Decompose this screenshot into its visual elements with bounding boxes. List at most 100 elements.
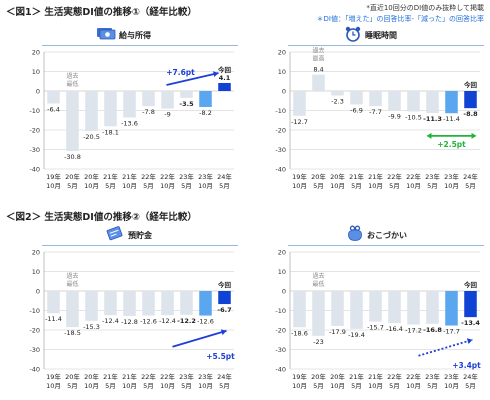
x-tick-label: 5月 xyxy=(389,182,400,190)
x-tick-label: 5月 xyxy=(427,182,438,190)
x-tick-label: 23年 xyxy=(198,172,213,181)
panel-header: おこづかい xyxy=(248,224,488,246)
data-label: -13.6 xyxy=(121,120,138,128)
x-tick-label: 5月 xyxy=(143,182,154,190)
x-tick-label: 20年 xyxy=(330,372,345,381)
change-arrow xyxy=(418,338,473,357)
x-tick-label: 22年 xyxy=(141,172,156,181)
bar xyxy=(293,91,306,116)
x-tick-label: 10月 xyxy=(368,382,383,390)
panel-title: 睡眠時間 xyxy=(365,31,397,40)
data-label: -15.3 xyxy=(83,323,100,331)
x-tick-label: 5月 xyxy=(67,182,78,190)
x-tick-label: 23年 xyxy=(444,372,459,381)
x-tick-label: 5月 xyxy=(181,382,192,390)
bar xyxy=(180,291,193,315)
data-label: -7.8 xyxy=(142,108,155,116)
data-label: -9.9 xyxy=(388,112,401,120)
x-tick-label: 24年 xyxy=(463,372,478,381)
y-tick-label: 10 xyxy=(278,268,286,276)
bar xyxy=(218,83,231,91)
bar xyxy=(293,291,306,328)
x-tick-label: 10月 xyxy=(198,182,213,190)
data-label: -11.3 xyxy=(423,115,442,123)
x-tick-label: 5月 xyxy=(313,182,324,190)
y-tick-label: -20 xyxy=(275,327,286,335)
data-label: -8.8 xyxy=(463,110,478,118)
x-tick-label: 10月 xyxy=(330,182,345,190)
panel-title-rule xyxy=(288,245,484,246)
x-tick-label: 21年 xyxy=(103,172,118,181)
record-label: 最低 xyxy=(66,280,78,288)
bar xyxy=(180,91,193,98)
bar xyxy=(407,91,420,112)
data-label: -17.2 xyxy=(405,327,422,335)
bar xyxy=(66,91,79,152)
bar xyxy=(161,91,174,109)
x-tick-label: 5月 xyxy=(181,182,192,190)
y-tick-label: 0 xyxy=(36,88,40,96)
y-tick-label: -30 xyxy=(275,346,286,354)
bar xyxy=(199,291,212,316)
x-tick-label: 5月 xyxy=(219,182,230,190)
latest-label: 今回 xyxy=(218,65,232,74)
data-label: -12.6 xyxy=(197,318,214,326)
x-tick-label: 22年 xyxy=(141,372,156,381)
bar xyxy=(47,91,60,104)
x-tick-label: 19年 xyxy=(46,372,61,381)
x-tick-label: 5月 xyxy=(219,382,230,390)
x-tick-label: 10月 xyxy=(84,182,99,190)
record-label: 最低 xyxy=(66,80,78,88)
change-label: +2.5pt xyxy=(437,140,466,149)
panel-title-rule xyxy=(42,45,238,46)
x-tick-label: 10月 xyxy=(444,382,459,390)
bar xyxy=(331,91,344,96)
x-tick-label: 21年 xyxy=(368,172,383,181)
panel-header: 預貯金 xyxy=(2,224,242,246)
bar xyxy=(369,91,382,107)
y-tick-label: -20 xyxy=(29,127,40,135)
data-label: -6.9 xyxy=(350,106,363,114)
record-label: 最高 xyxy=(312,55,324,63)
change-arrow xyxy=(172,329,227,348)
x-tick-label: 21年 xyxy=(103,372,118,381)
record-label: 過去 xyxy=(312,47,324,55)
data-label: -12.6 xyxy=(140,318,157,326)
x-tick-label: 5月 xyxy=(351,382,362,390)
y-tick-label: -40 xyxy=(275,166,286,174)
x-tick-label: 22年 xyxy=(160,172,175,181)
x-tick-label: 10月 xyxy=(444,182,459,190)
bar xyxy=(426,91,439,114)
bankbook-icon xyxy=(106,225,124,245)
data-label: -6.7 xyxy=(217,306,231,314)
x-tick-label: 20年 xyxy=(330,172,345,181)
x-tick-label: 10月 xyxy=(84,382,99,390)
bar xyxy=(218,291,231,305)
panel-title: おこづかい xyxy=(367,231,407,240)
latest-label: 今回 xyxy=(464,280,478,289)
data-label: -18.6 xyxy=(291,329,308,337)
data-label: -13.4 xyxy=(461,319,480,327)
y-tick-label: -20 xyxy=(275,127,286,135)
x-tick-label: 20年 xyxy=(65,372,80,381)
bar xyxy=(66,291,79,328)
y-tick-label: -10 xyxy=(29,107,40,115)
y-tick-label: -30 xyxy=(275,146,286,154)
change-arrow xyxy=(166,72,219,86)
y-tick-label: -10 xyxy=(29,307,40,315)
x-tick-label: 10月 xyxy=(122,182,137,190)
bar xyxy=(47,291,60,314)
x-tick-label: 23年 xyxy=(444,172,459,181)
data-label: -18.1 xyxy=(102,128,119,136)
x-tick-label: 10月 xyxy=(292,182,307,190)
x-tick-label: 10月 xyxy=(406,382,421,390)
bar xyxy=(445,291,458,326)
x-tick-label: 21年 xyxy=(122,172,137,181)
x-tick-label: 5月 xyxy=(143,382,154,390)
bar xyxy=(369,291,382,322)
record-label: 最低 xyxy=(312,280,324,288)
record-label: 過去 xyxy=(66,72,78,80)
x-tick-label: 23年 xyxy=(425,372,440,381)
y-tick-label: -10 xyxy=(275,107,286,115)
